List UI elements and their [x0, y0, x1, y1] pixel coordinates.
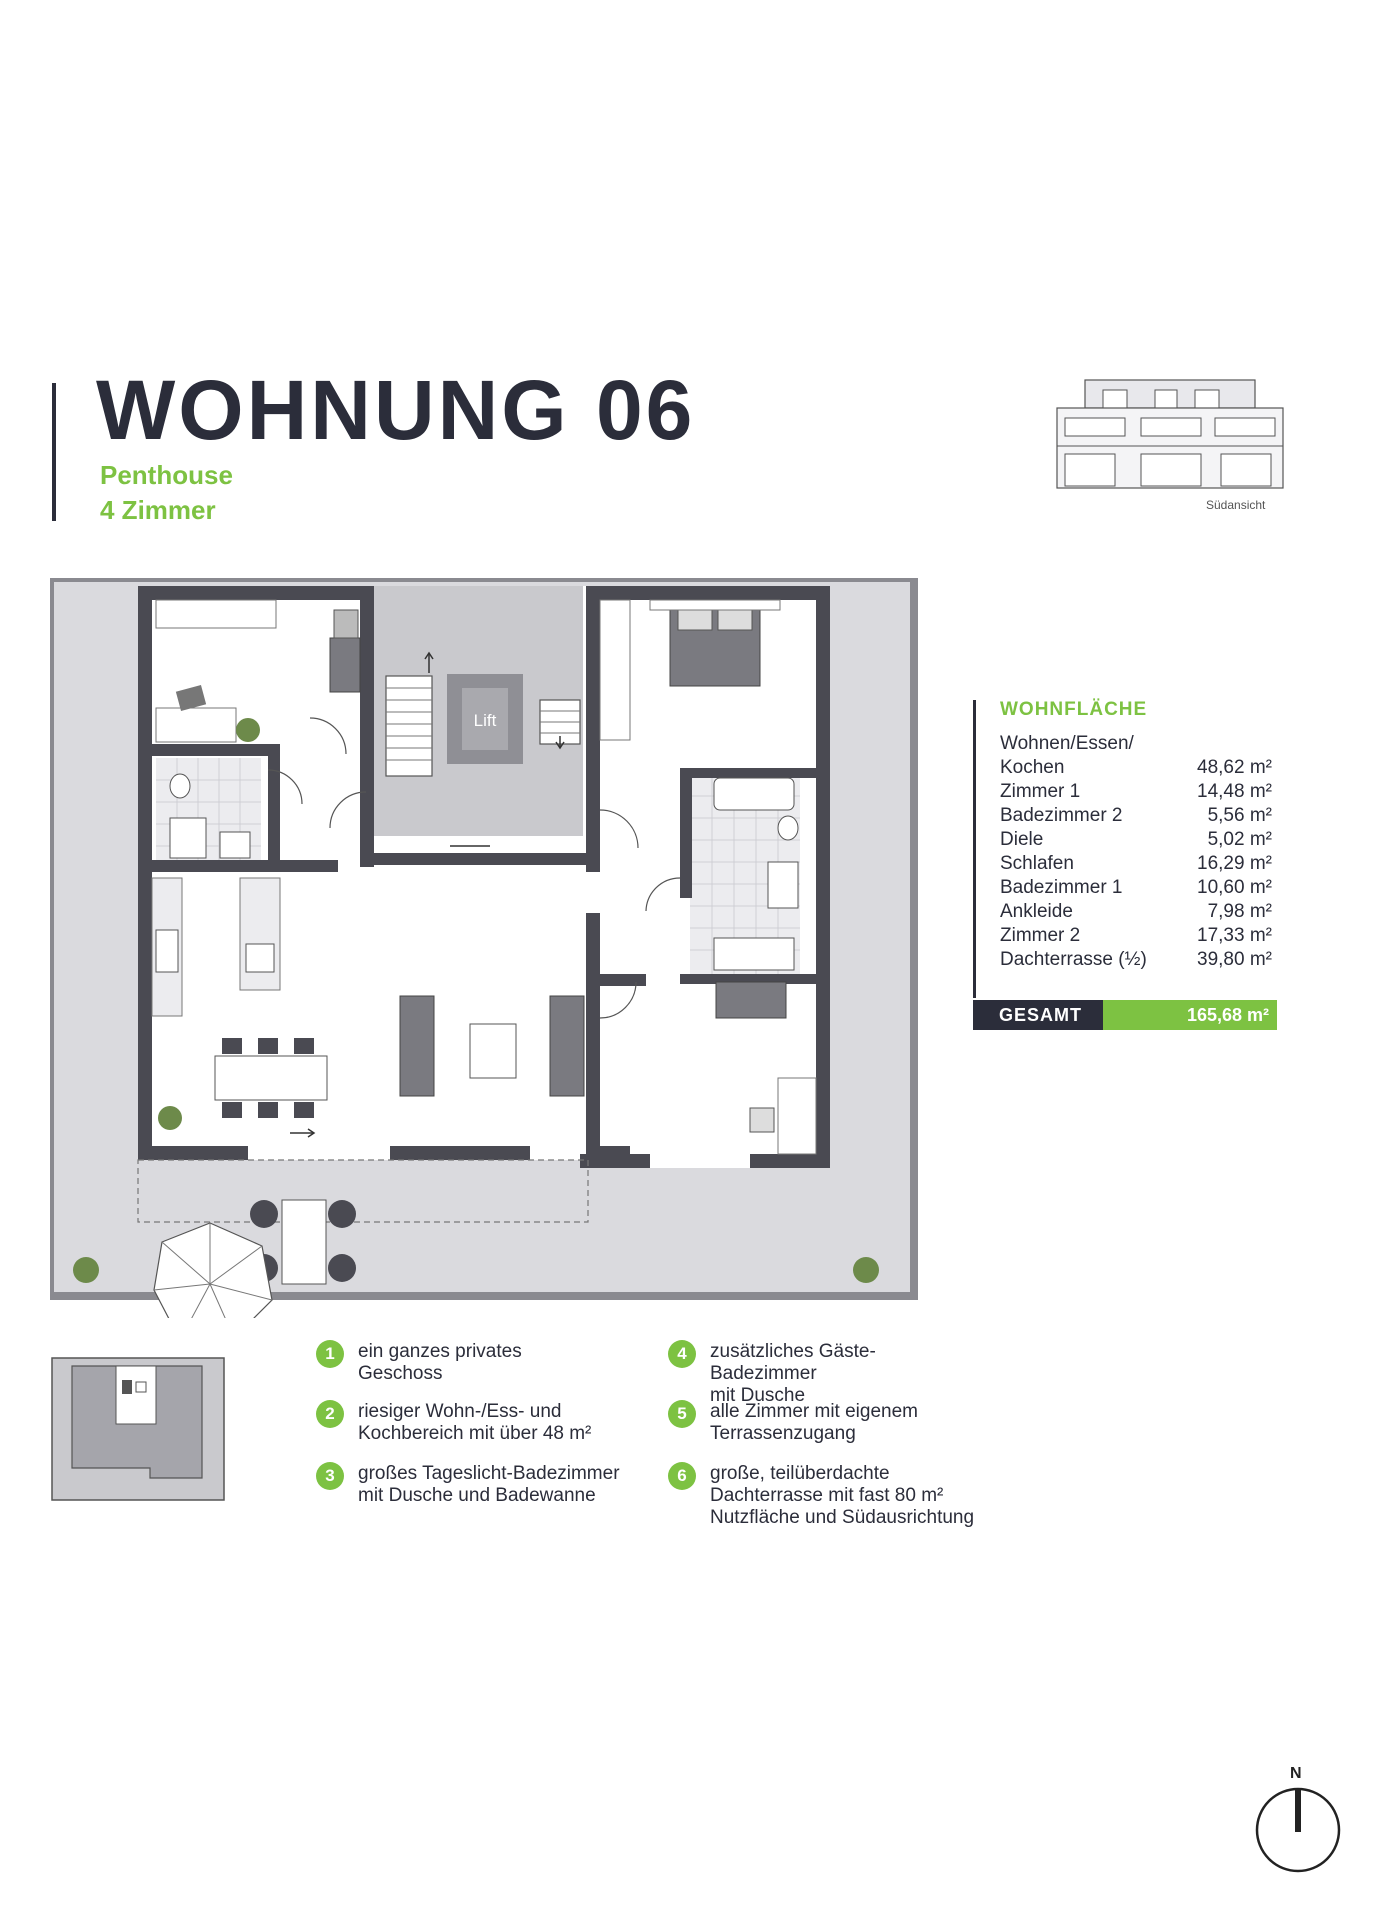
area-row: Wohnen/Essen/: [1000, 733, 1272, 757]
area-row-label: Schlafen: [1000, 853, 1074, 874]
subtitle-rooms: 4 Zimmer: [100, 495, 216, 525]
area-row-value: 48,62 m²: [1197, 757, 1272, 778]
apartment-interior: [138, 586, 830, 1168]
subtitle-type: Penthouse: [100, 460, 233, 490]
area-row: Schlafen 16,29 m²: [1000, 853, 1272, 877]
area-row-value: 17,33 m²: [1197, 925, 1272, 946]
area-row: Zimmer 1 14,48 m²: [1000, 781, 1272, 805]
feature-text: alle Zimmer mit eigenem Terrassenzugang: [710, 1401, 918, 1444]
area-row-label: Kochen: [1000, 757, 1065, 778]
area-row: Badezimmer 1 10,60 m²: [1000, 877, 1272, 901]
area-row-value: 5,02 m²: [1207, 829, 1272, 850]
area-total-label: GESAMT: [999, 1005, 1083, 1025]
compass-north-label: N: [1290, 1765, 1302, 1782]
area-row: Ankleide 7,98 m²: [1000, 901, 1272, 925]
compass-icon: [1255, 1787, 1341, 1873]
floor-plan: Lift: [50, 578, 918, 1318]
area-row-label: Wohnen/Essen/: [1000, 733, 1134, 754]
feature-text: ein ganzes privates Geschoss: [358, 1341, 522, 1384]
area-table-rule: [973, 700, 976, 998]
south-elevation-drawing: [1056, 379, 1284, 489]
area-row-value: 14,48 m²: [1197, 781, 1272, 802]
feature-number: 2: [316, 1400, 344, 1428]
parasol: [153, 1222, 273, 1318]
page-title: WOHNUNG 06: [96, 363, 696, 457]
area-row-value: 5,56 m²: [1207, 805, 1272, 826]
area-row-value: 10,60 m²: [1197, 877, 1272, 898]
area-row-label: Ankleide: [1000, 901, 1073, 922]
area-row: Zimmer 2 17,33 m²: [1000, 925, 1272, 949]
area-row-label: Badezimmer 1: [1000, 877, 1123, 898]
feature-text: zusätzliches Gäste-Badezimmer mit Dusche: [710, 1341, 876, 1406]
feature-number: 3: [316, 1462, 344, 1490]
area-row: Badezimmer 2 5,56 m²: [1000, 805, 1272, 829]
feature-text: große, teilüberdachte Dachterrasse mit f…: [710, 1463, 975, 1528]
feature-number: 5: [668, 1400, 696, 1428]
area-table-heading: WOHNFLÄCHE: [1000, 699, 1148, 720]
feature-number: 6: [668, 1462, 696, 1490]
area-row-label: Dachterrasse (½): [1000, 949, 1147, 970]
area-total-bar: GESAMT 165,68 m²: [973, 1000, 1277, 1030]
area-row: Diele 5,02 m²: [1000, 829, 1272, 853]
area-row-label: Diele: [1000, 829, 1044, 850]
lift-label: Lift: [474, 711, 497, 730]
area-row-value: 7,98 m²: [1207, 901, 1272, 922]
elevation-label: Südansicht: [1206, 498, 1266, 512]
feature-number: 4: [668, 1340, 696, 1368]
area-row-label: Zimmer 2: [1000, 925, 1081, 946]
area-row-value: 39,80 m²: [1197, 949, 1272, 970]
title-accent-bar: [52, 383, 56, 521]
area-row-label: Zimmer 1: [1000, 781, 1081, 802]
area-total-value: 165,68 m²: [1186, 1005, 1269, 1025]
feature-text: riesiger Wohn-/Ess- und Kochbereich mit …: [358, 1401, 592, 1444]
feature-text: großes Tageslicht-Badezimmer mit Dusche …: [358, 1463, 620, 1506]
area-row: Dachterrasse (½) 39,80 m²: [1000, 949, 1272, 973]
feature-number: 1: [316, 1340, 344, 1368]
area-row-label: Badezimmer 2: [1000, 805, 1123, 826]
location-mini-plan: [51, 1357, 225, 1501]
area-row: Kochen 48,62 m²: [1000, 757, 1272, 781]
area-row-value: 16,29 m²: [1197, 853, 1272, 874]
